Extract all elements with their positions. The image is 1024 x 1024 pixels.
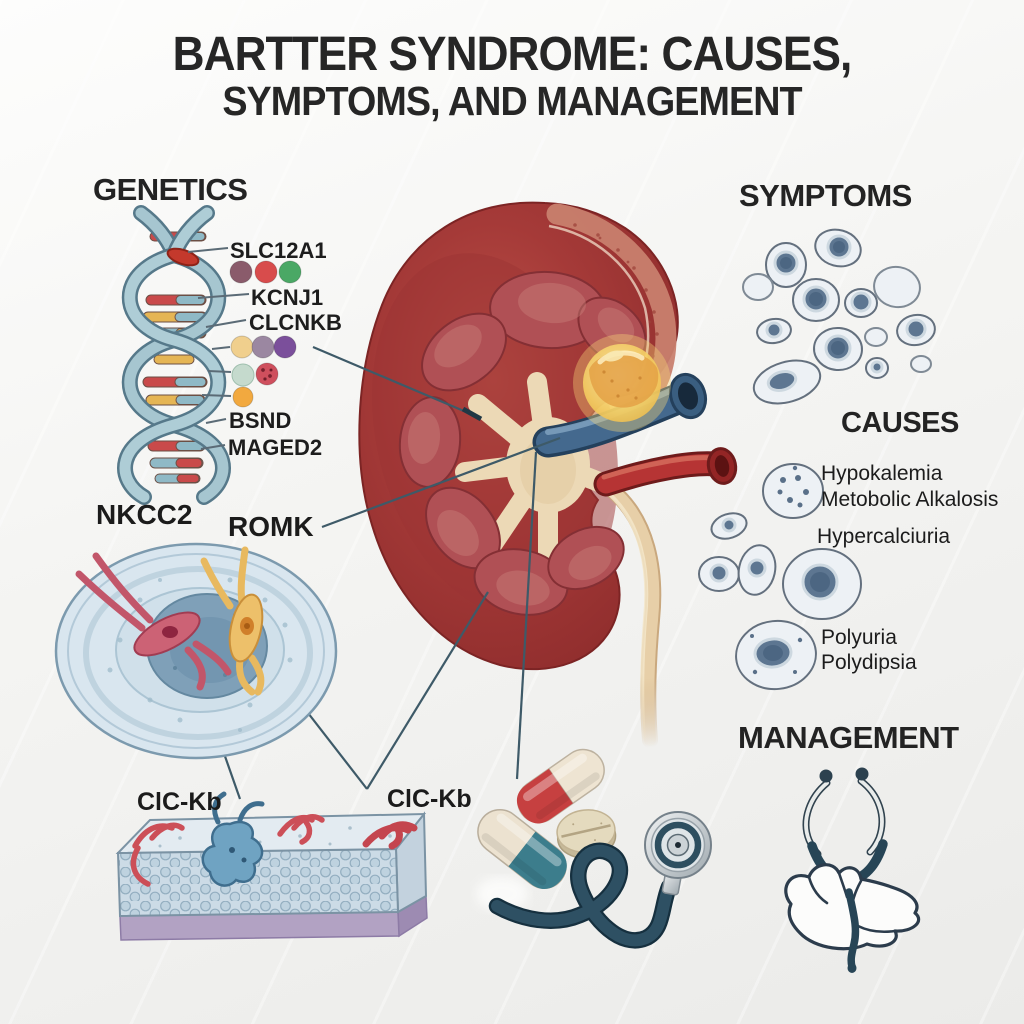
membrane-bilayer <box>115 791 428 941</box>
page-title: BARTTER SYNDROME: CAUSES, SYMPTOMS, AND … <box>41 30 983 123</box>
hand-holding-stethoscope <box>784 767 921 973</box>
line-clcnkb-kidney <box>312 345 479 419</box>
cause-metabolic-alkalosis: Metobolic Alkalosis <box>821 488 999 511</box>
management-heading: MANAGEMENT <box>738 720 959 755</box>
nkcc2-label: NKCC2 <box>96 499 193 530</box>
gene-variant-dots <box>229 260 302 408</box>
renal-artery <box>593 447 738 497</box>
gene-label-bsnd: BSND <box>229 408 292 433</box>
symptom-cell-cluster <box>742 228 936 405</box>
gene-label-clcnkb: CLCNKB <box>249 310 342 335</box>
cause-hypokalemia: Hypokalemia <box>821 462 943 485</box>
red-capsule <box>516 748 605 824</box>
stethoscope <box>488 811 712 949</box>
cause-polyuria: Polyuria <box>821 626 897 649</box>
teal-capsule <box>477 809 567 889</box>
blue-channel-protein <box>201 791 265 887</box>
causes-heading: CAUSES <box>841 407 959 439</box>
eartip-right <box>855 767 869 781</box>
tubule-cell <box>54 542 338 760</box>
gene-label-slc12a1: SLC12A1 <box>230 238 327 263</box>
renal-vein <box>532 372 708 458</box>
cause-cell-cluster <box>698 463 862 691</box>
clckb-label-left: ClC-Kb <box>137 788 222 816</box>
gene-leader-lines <box>187 247 250 450</box>
title-line-1: BARTTER SYNDROME: CAUSES, <box>172 28 853 81</box>
renal-pyramids <box>398 270 647 616</box>
title-line-2: SYMPTOMS, AND MANAGEMENT <box>222 77 802 124</box>
dna-helix-icon <box>117 205 231 505</box>
adrenal-highlight <box>573 334 671 432</box>
nkcc2-protein <box>75 552 232 691</box>
clckb-channel-proteins <box>130 813 325 887</box>
romk-protein <box>200 546 265 696</box>
eartip-left <box>819 769 833 783</box>
kidney-cross-section <box>358 201 738 748</box>
line-romk-kidney <box>321 436 561 529</box>
genetics-heading: GENETICS <box>93 172 248 207</box>
pyramid-highlights <box>407 282 635 606</box>
cause-hypercalciuria: Hypercalciuria <box>817 525 951 548</box>
gene-label-kcnj1: KCNJ1 <box>251 285 324 310</box>
ureter <box>604 482 662 748</box>
line-kidney-pills <box>515 451 538 780</box>
mutation-marker <box>166 247 200 267</box>
cause-polydipsia: Polydipsia <box>821 651 917 674</box>
romk-label: ROMK <box>228 511 314 542</box>
symptoms-heading: SYMPTOMS <box>739 178 912 213</box>
connector-lines <box>205 345 561 800</box>
gene-label-maged2: MAGED2 <box>228 435 323 460</box>
line-kidney-clckb-right <box>366 591 489 790</box>
capsule-pills <box>476 748 617 911</box>
clckb-label-right: ClC-Kb <box>387 785 472 813</box>
